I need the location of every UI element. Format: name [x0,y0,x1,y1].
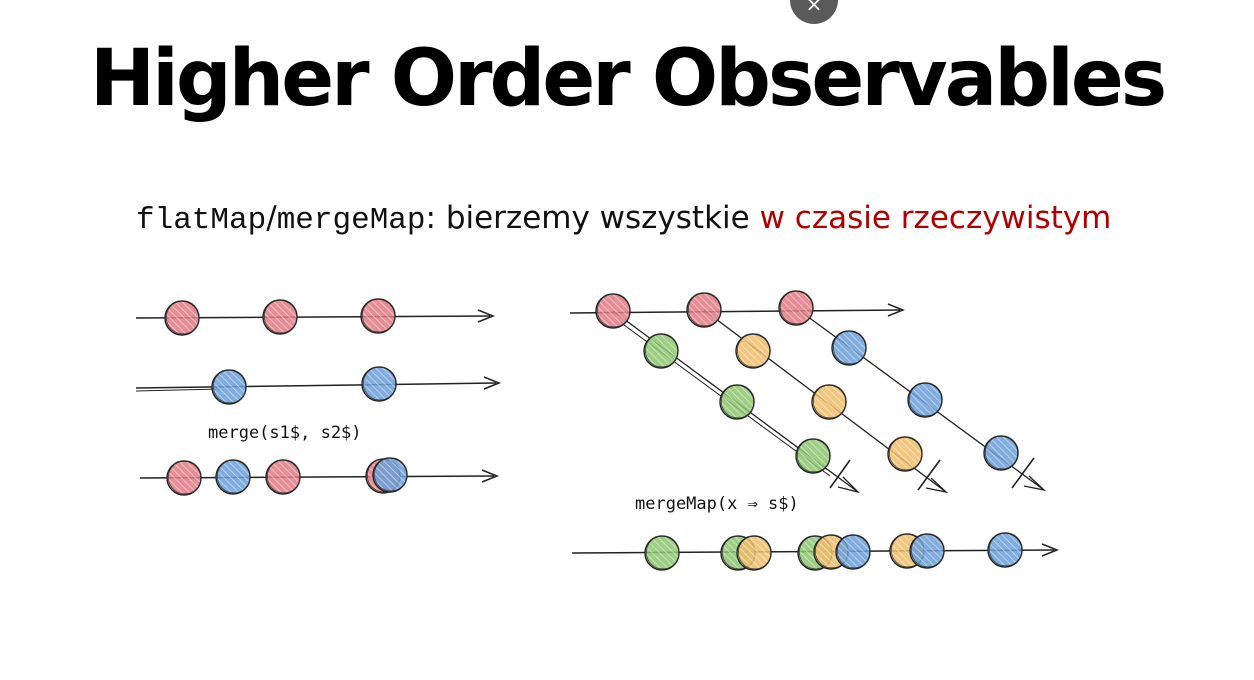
output-stream [571,532,1060,571]
marble-blue [907,382,943,418]
marble-red [778,290,814,326]
marble-orange [736,535,772,571]
subtitle-accent: w czasie rzeczywistym [759,200,1112,236]
marble-green [795,438,831,474]
inner-stream-orange [703,309,949,494]
marble-blue [831,330,867,366]
subtitle-code-flatmap: flatMap [136,203,267,238]
marble-orange [811,384,847,420]
marble-red [595,293,631,329]
left-merge-diagram [135,298,502,496]
subtitle-code-mergemap: mergeMap [276,203,426,238]
close-icon: × [805,0,823,16]
inner-stream-green [612,310,861,494]
marble-blue [983,435,1019,471]
page-title: Higher Order Observables [89,34,1167,124]
subtitle-text: : bierzemy wszystkie [425,200,760,236]
marble-blue [372,457,408,493]
marble-green [644,535,680,571]
marble-red [262,299,298,335]
marble-green [719,384,755,420]
inner-stream-blue [795,307,1047,492]
stream-s1 [135,298,496,336]
source-marbles [595,290,814,329]
marble-red [166,460,202,496]
marble-blue [835,534,871,570]
right-mergemap-diagram [569,290,1060,571]
subtitle: flatMap/mergeMap: bierzemy wszystkie w c… [136,200,1111,238]
mergemap-label: mergeMap(x ⇒ s$) [635,494,799,514]
marble-red [164,300,200,336]
marble-blue [211,369,247,405]
merge-label: merge(s1$, s2$) [208,423,362,443]
marble-blue [215,459,251,495]
marble-red [265,459,301,495]
marble-orange [887,436,923,472]
subtitle-separator: / [266,200,277,236]
marble-red [360,298,396,334]
marble-red [686,292,722,328]
marble-blue [361,366,397,402]
stream-merged [139,457,500,496]
marble-green [643,333,679,369]
marble-blue [987,532,1023,568]
stream-s2 [135,366,502,405]
marble-orange [735,333,771,369]
marble-blue [909,533,945,569]
